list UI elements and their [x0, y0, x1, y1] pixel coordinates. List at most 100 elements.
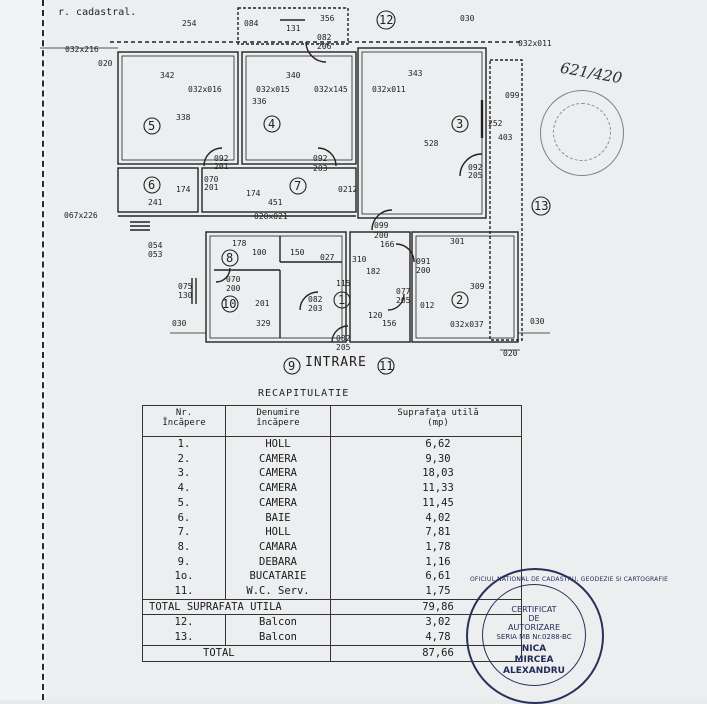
- table-row: 11.W.C. Serv.1,75: [142, 584, 522, 600]
- dim: 200: [374, 231, 389, 240]
- dim: 067x226: [64, 211, 98, 220]
- room-number-7: 7: [294, 179, 302, 193]
- dim: 200: [416, 266, 431, 275]
- dim: 336: [252, 97, 267, 106]
- dim: 252: [488, 119, 503, 128]
- dim: 092: [468, 163, 483, 172]
- recap-title: RECAPITULATIE: [258, 388, 350, 399]
- dim: 020x021: [254, 212, 288, 221]
- dim: 091: [416, 257, 431, 266]
- dim: 030: [172, 319, 187, 328]
- cadastral-fragment: r. cadastral.: [58, 7, 137, 18]
- dim: 174: [246, 189, 261, 198]
- room-number-4: 4: [268, 117, 276, 131]
- dim: 205: [336, 343, 351, 352]
- dim: 241: [148, 198, 163, 207]
- dim: 030: [530, 317, 545, 326]
- faded-stamp: [540, 90, 624, 176]
- dim: 027: [320, 253, 335, 262]
- dim: 310: [352, 255, 367, 264]
- dim: 338: [176, 113, 191, 122]
- dim: 053: [148, 250, 163, 259]
- stamp-ring-text: OFICIUL NATIONAL DE CADASTRU, GEODEZIE S…: [470, 576, 669, 583]
- dim: 032x011: [518, 39, 552, 48]
- dim: 182: [366, 267, 381, 276]
- dim: 092: [313, 154, 328, 163]
- dim: 301: [450, 237, 465, 246]
- dim: 451: [268, 198, 283, 207]
- dim: 099: [505, 91, 520, 100]
- dim: 130: [178, 291, 193, 300]
- page-margin: [0, 0, 46, 700]
- dim: 092: [214, 154, 229, 163]
- dim: 012: [420, 301, 435, 310]
- dim: 070: [226, 275, 241, 284]
- dim: 201: [255, 299, 270, 308]
- room-number-5: 5: [148, 119, 156, 133]
- dim: 343: [408, 69, 423, 78]
- dim: 084: [244, 19, 259, 28]
- dim: 120: [368, 311, 383, 320]
- dim: 032x037: [450, 320, 484, 329]
- dim: 077: [396, 287, 411, 296]
- dim: 082: [308, 295, 323, 304]
- dim: 131: [286, 24, 301, 33]
- stamp-line7: ALEXANDRU: [503, 666, 565, 676]
- room-number-9: 9: [288, 359, 296, 373]
- stamp-line2: DE: [528, 614, 540, 623]
- dim: 174: [176, 185, 191, 194]
- dim: 032x015: [256, 85, 290, 94]
- dim: 329: [256, 319, 271, 328]
- dim: 150: [290, 248, 305, 257]
- dim: 201: [204, 183, 219, 192]
- dim: 082: [317, 33, 332, 42]
- room-marker-5: [143, 117, 161, 135]
- dim: 203: [308, 304, 323, 313]
- dim: 178: [232, 239, 247, 248]
- dim: 082: [336, 334, 351, 343]
- dim: 032x216: [65, 45, 99, 54]
- stamp-line6: MIRCEA: [514, 655, 554, 665]
- room-number-1: 1: [338, 293, 346, 307]
- dim: 205: [396, 296, 411, 305]
- dim: 356: [320, 14, 335, 23]
- dim: 205: [468, 171, 483, 180]
- dim: 032x016: [188, 85, 222, 94]
- dim: 054: [148, 241, 163, 250]
- dim: 020: [503, 349, 518, 358]
- cut-line: [42, 0, 44, 700]
- dim: 166: [380, 240, 395, 249]
- dim: 100: [252, 248, 267, 257]
- dim: 342: [160, 71, 175, 80]
- dim: 099: [374, 221, 389, 230]
- dim: 075: [178, 282, 193, 291]
- stamp-line4: SERIA MB Nr.0288-BC: [496, 633, 572, 641]
- dim: 254: [182, 19, 197, 28]
- dim: 528: [424, 139, 439, 148]
- dim: 070: [204, 175, 219, 184]
- entrance-label: INTRARE: [305, 355, 367, 370]
- dim: 156: [382, 319, 397, 328]
- header-nr: Nr.Încăpere: [142, 405, 226, 437]
- dim: 032x145: [314, 85, 348, 94]
- dim: 201: [214, 162, 229, 171]
- room-number-2: 2: [456, 293, 464, 307]
- dim: 0212: [338, 185, 358, 194]
- dim: 340: [286, 71, 301, 80]
